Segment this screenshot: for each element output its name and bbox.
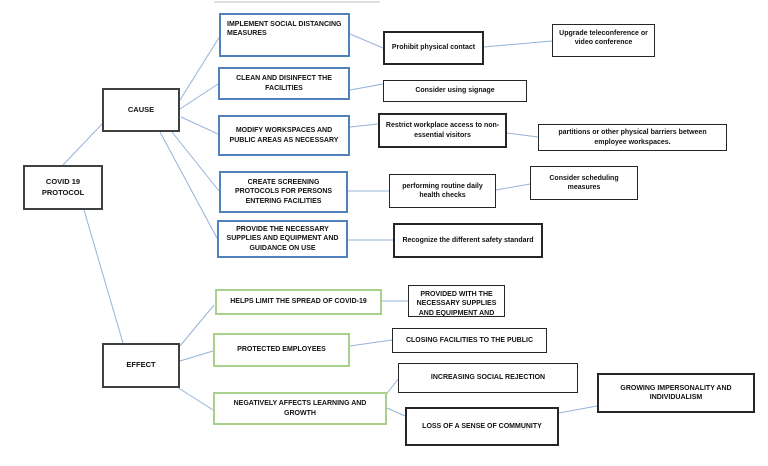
node-negatively-affects-learning: NEGATIVELY AFFECTS LEARNING AND GROWTH [213,392,387,425]
node-increasing-social-rejection: INCREASING SOCIAL REJECTION [398,363,578,393]
node-growing-impersonality: GROWING IMPERSONALITY AND INDIVIDUALISM [597,373,755,413]
node-modify-workspaces: MODIFY WORKSPACES AND PUBLIC AREAS AS NE… [218,115,350,156]
node-prohibit-physical-contact: Prohibit physical contact [383,31,484,65]
node-physical-barriers: partitions or other physical barriers be… [538,124,727,151]
node-protected-employees: PROTECTED EMPLOYEES [213,333,350,367]
node-helps-limit-spread: HELPS LIMIT THE SPREAD OF COVID-19 [215,289,382,315]
node-create-screening-protocols: CREATE SCREENING PROTOCOLS FOR PERSONS E… [219,171,348,213]
node-recognize-safety-standard: Recognize the different safety standard [393,223,543,258]
node-effect: EFFECT [102,343,180,388]
node-upgrade-teleconference: Upgrade teleconference or video conferen… [552,24,655,57]
node-covid19-protocol: COVID 19 PROTOCOL [23,165,103,210]
node-provide-supplies-equipment: PROVIDE THE NECESSARY SUPPLIES AND EQUIP… [217,220,348,258]
node-loss-sense-community: LOSS OF A SENSE OF COMMUNITY [405,407,559,446]
node-implement-social-distancing: IMPLEMENT SOCIAL DISTANCING MEASURES [219,13,350,57]
node-clean-disinfect-facilities: CLEAN AND DISINFECT THE FACILITIES [218,67,350,100]
node-scheduling-measures: Consider scheduling measures [530,166,638,200]
node-restrict-workplace-access: Restrict workplace access to non-essenti… [378,113,507,148]
node-consider-signage: Consider using signage [383,80,527,102]
node-closing-facilities: CLOSING FACILITIES TO THE PUBLIC [392,328,547,353]
node-provided-with-supplies: PROVIDED WITH THE NECESSARY SUPPLIES AND… [408,285,505,317]
node-routine-health-checks: performing routine daily health checks [389,174,496,208]
node-cause: CAUSE [102,88,180,132]
